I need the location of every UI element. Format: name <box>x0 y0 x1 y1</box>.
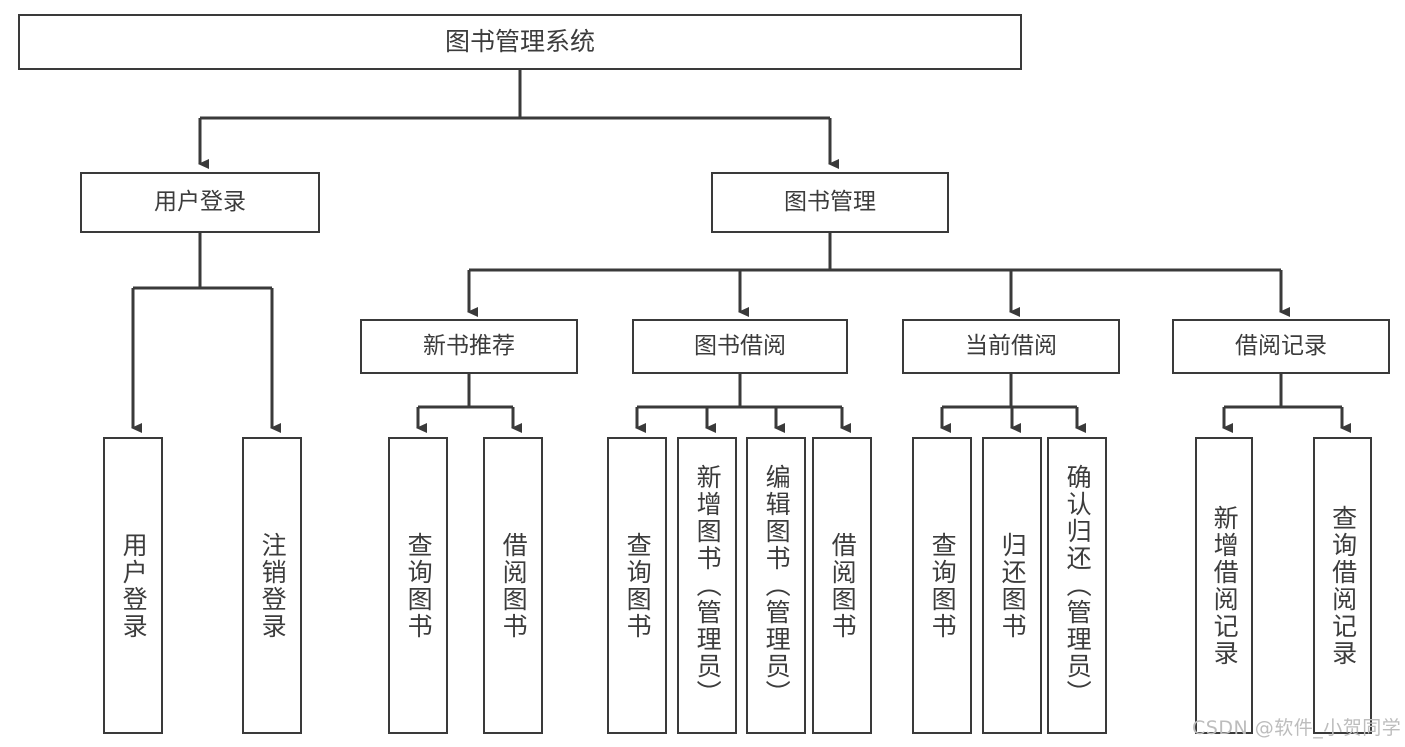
node-current-borrow[interactable]: 当前借阅 <box>902 319 1120 374</box>
node-label: 用户登录 <box>154 188 246 215</box>
node-label: 图书管理 <box>784 188 876 215</box>
node-leaf-borrow-book-recommend[interactable]: 借阅图书 <box>483 437 543 734</box>
node-leaf-return-book[interactable]: 归还图书 <box>982 437 1042 734</box>
node-label: 查询图书 <box>404 531 434 640</box>
node-user-login[interactable]: 用户登录 <box>80 172 320 233</box>
node-label: 新书推荐 <box>423 332 515 359</box>
node-book-management[interactable]: 图书管理 <box>711 172 949 233</box>
node-book-management-system[interactable]: 图书管理系统 <box>18 14 1022 70</box>
node-label: 查询借阅记录 <box>1328 504 1358 667</box>
node-label: 用户登录 <box>119 531 149 640</box>
node-leaf-add-borrow-record[interactable]: 新增借阅记录 <box>1195 437 1253 734</box>
node-label: 借阅图书 <box>499 531 529 640</box>
node-label: 图书管理系统 <box>444 27 595 57</box>
node-label: 新增借阅记录 <box>1210 504 1240 667</box>
node-leaf-query-book-current[interactable]: 查询图书 <box>912 437 972 734</box>
node-label: 注销登录 <box>258 531 288 640</box>
node-leaf-logout[interactable]: 注销登录 <box>242 437 302 734</box>
node-leaf-add-book-admin[interactable]: 新增图书（管理员） <box>677 437 737 734</box>
node-label: 确认归还（管理员） <box>1063 464 1093 707</box>
node-label: 查询图书 <box>928 531 958 640</box>
node-borrow-record[interactable]: 借阅记录 <box>1172 319 1390 374</box>
node-leaf-edit-book-admin[interactable]: 编辑图书（管理员） <box>746 437 806 734</box>
node-label: 归还图书 <box>998 531 1028 640</box>
node-leaf-query-book-borrow[interactable]: 查询图书 <box>607 437 667 734</box>
node-book-borrow[interactable]: 图书借阅 <box>632 319 848 374</box>
node-label: 借阅图书 <box>828 531 858 640</box>
node-label: 编辑图书（管理员） <box>762 464 792 707</box>
node-leaf-query-book-recommend[interactable]: 查询图书 <box>388 437 448 734</box>
node-label: 借阅记录 <box>1235 332 1327 359</box>
node-label: 新增图书（管理员） <box>693 464 723 707</box>
node-leaf-confirm-return-admin[interactable]: 确认归还（管理员） <box>1047 437 1107 734</box>
node-leaf-user-login[interactable]: 用户登录 <box>103 437 163 734</box>
node-new-book-recommend[interactable]: 新书推荐 <box>360 319 578 374</box>
node-label: 当前借阅 <box>965 332 1057 359</box>
node-label: 图书借阅 <box>694 332 786 359</box>
node-leaf-query-borrow-record[interactable]: 查询借阅记录 <box>1313 437 1372 734</box>
node-leaf-borrow-book[interactable]: 借阅图书 <box>812 437 872 734</box>
watermark-text: CSDN @软件_小贺同学 <box>1192 717 1402 739</box>
node-label: 查询图书 <box>623 531 653 640</box>
